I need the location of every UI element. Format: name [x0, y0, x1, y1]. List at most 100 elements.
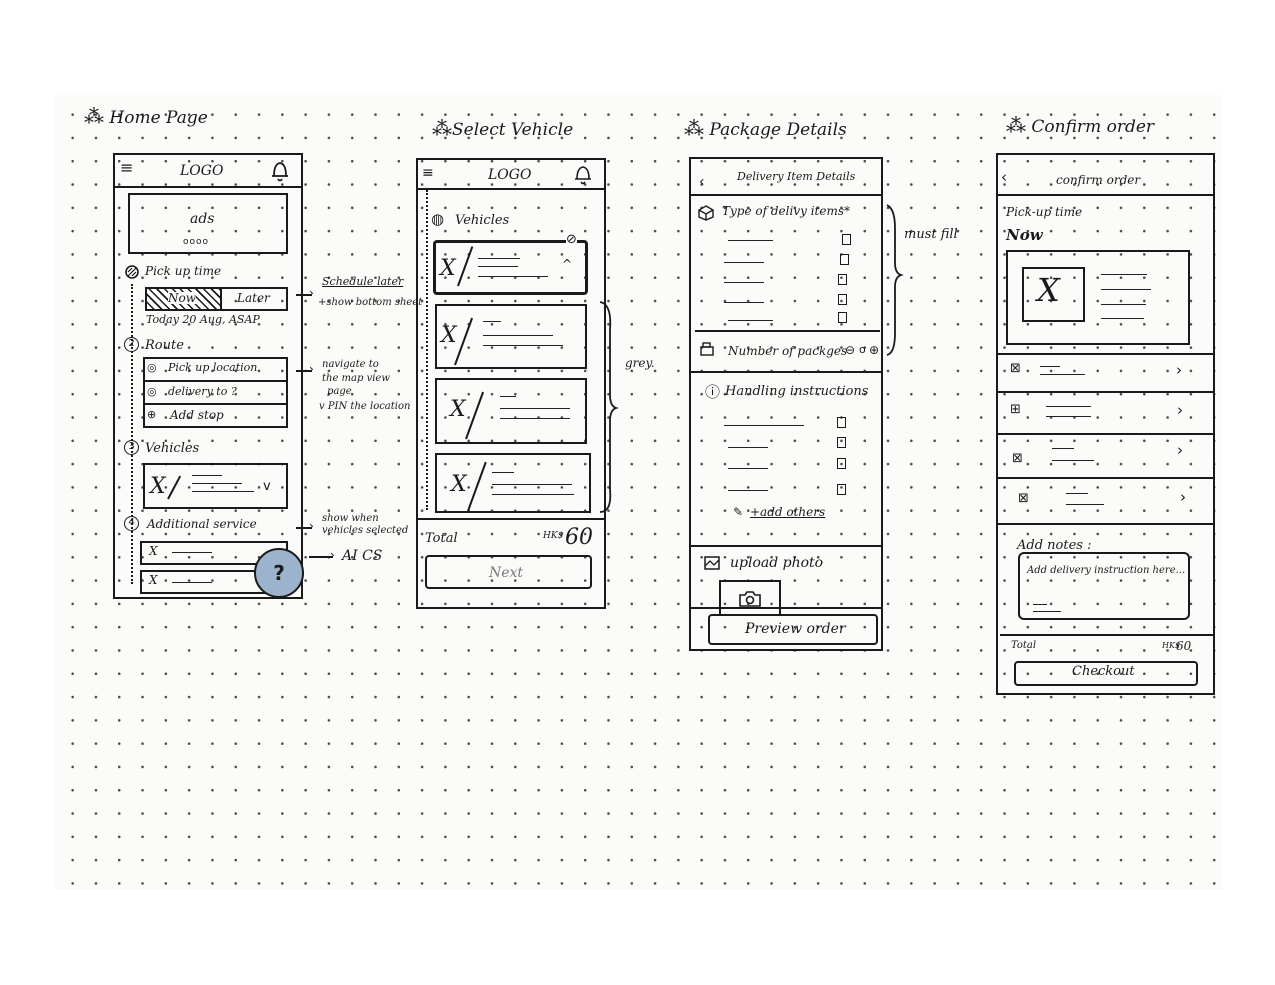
pencil-icon: ✎ — [733, 505, 744, 519]
handling-checkbox-2[interactable] — [837, 437, 846, 448]
service-1-line — [172, 552, 212, 553]
confirm-back-icon[interactable]: ‹ — [1001, 168, 1007, 186]
vehicles-step-icon: ◍ — [431, 210, 445, 228]
confirm-total-label: Total — [1011, 640, 1037, 651]
currency-label: HK$ — [543, 531, 564, 541]
select-vehicle-title: ⁂Select Vehicle — [432, 116, 574, 140]
summary-divider — [996, 353, 1215, 355]
vehicle-1-line-1 — [478, 258, 520, 259]
total-label: Total — [425, 531, 458, 546]
vehicle-card[interactable] — [143, 463, 288, 509]
detail-row-4-chevron-icon[interactable]: › — [1180, 488, 1186, 506]
arrow-ai-cs-head: › — [330, 548, 335, 562]
note-ai-cs: AI CS — [342, 548, 383, 564]
vehicle-option-selected[interactable] — [433, 240, 588, 295]
detail-row-4-line-2 — [1066, 504, 1104, 505]
preview-order-button[interactable] — [708, 614, 878, 645]
handling-checkbox-3[interactable] — [837, 458, 846, 469]
pickup-pin-icon: ◎ — [147, 361, 157, 374]
item-type-checkbox-3[interactable] — [838, 274, 847, 285]
notes-textarea[interactable] — [1018, 552, 1190, 620]
chevron-up-icon[interactable]: ^ — [562, 257, 573, 271]
summary-line-1 — [1101, 274, 1147, 275]
help-fab[interactable]: ? — [254, 548, 304, 598]
check-circle-icon: ⊘ — [566, 232, 577, 247]
photo-icon — [704, 556, 720, 570]
item-type-checkbox-2[interactable] — [840, 254, 849, 265]
handling-divider — [689, 545, 883, 547]
home-title: ⁂ Home Page — [84, 104, 208, 128]
minus-icon[interactable]: ⊖ — [845, 343, 856, 357]
summary-line-4 — [1101, 318, 1144, 319]
toggle-divider — [220, 287, 222, 311]
vehicle-1-line-2 — [478, 266, 518, 267]
pickup-date: Today 20 Aug, ASAP — [146, 313, 260, 326]
plus-icon[interactable]: ⊕ — [869, 343, 880, 357]
home-phone-frame — [113, 153, 303, 599]
route-divider-1 — [143, 380, 288, 382]
pickup-time-label: Pick up time — [145, 264, 222, 278]
vehicle-3-image: X — [450, 397, 466, 422]
upload-photo-label: upload photo — [730, 555, 824, 571]
route-box — [143, 357, 288, 428]
detail-row-1-chevron-icon[interactable]: › — [1176, 361, 1182, 379]
vehicle-bell-icon[interactable] — [574, 165, 592, 185]
route-divider-2 — [143, 403, 288, 405]
notes-placeholder: Add delivery instruction here... — [1027, 565, 1186, 576]
chevron-down-icon[interactable]: v — [263, 479, 271, 494]
arrow-schedule-head: › — [309, 286, 314, 300]
item-type-checkbox-4[interactable] — [838, 294, 847, 305]
route-label: Route — [145, 338, 184, 353]
vehicle-option-4[interactable] — [435, 453, 591, 513]
detail-row-2-chevron-icon[interactable]: › — [1177, 401, 1183, 419]
dotted-paper — [55, 95, 1223, 890]
info-icon: ⓘ — [705, 383, 721, 401]
vehicle-option-2[interactable] — [435, 304, 587, 369]
back-icon[interactable]: ‹ — [699, 174, 705, 190]
note-must-fill: must fill — [904, 227, 958, 242]
item-types-label: Type of delivy items* — [722, 204, 850, 218]
note-navigate-2: the map view — [322, 373, 390, 384]
vehicle-2-line-1 — [483, 321, 501, 322]
detail-row-3-icon: ⊠ — [1012, 451, 1023, 466]
vehicle-4-line-1 — [492, 472, 514, 473]
handling-line-2 — [728, 447, 768, 448]
menu-icon[interactable]: ≡ — [120, 158, 134, 177]
note-show-when-1: show when — [322, 513, 379, 524]
additional-service-label: Additional service — [147, 517, 257, 531]
ads-pagination-dots[interactable]: oooo — [183, 237, 210, 247]
vehicle-menu-icon[interactable]: ≡ — [422, 165, 434, 181]
handling-checkbox-1[interactable] — [837, 417, 846, 428]
vehicle-line-3 — [192, 491, 254, 492]
ads-banner[interactable] — [128, 193, 288, 254]
detail-row-1-line-1 — [1040, 366, 1060, 367]
bell-icon[interactable] — [270, 160, 290, 182]
vehicles-label: Vehicles — [145, 441, 200, 456]
vehicle-summary-x: X — [1037, 271, 1060, 309]
item-type-checkbox-1[interactable] — [842, 234, 851, 245]
delivery-to-field[interactable]: delivery to ? — [168, 385, 237, 398]
item-type-line-4 — [724, 302, 764, 303]
vehicle-3-line-2 — [500, 408, 570, 409]
confirm-currency: HK$ — [1162, 641, 1181, 650]
vehicle-1-line-3 — [478, 276, 548, 277]
detail-row-3-chevron-icon[interactable]: › — [1177, 441, 1183, 459]
next-button[interactable] — [425, 555, 592, 589]
arrow-show-when-head: › — [309, 519, 314, 533]
vehicle-option-3[interactable] — [435, 378, 587, 444]
checkout-button[interactable] — [1014, 661, 1198, 686]
pickup-location-field[interactable]: Pick up location — [168, 361, 258, 374]
handling-label: Handling instructions — [725, 384, 869, 399]
add-others-link[interactable]: +add others — [750, 505, 826, 519]
summary-line-2 — [1101, 289, 1151, 290]
package-details-title: ⁂ Package Details — [684, 116, 847, 140]
handling-checkbox-4[interactable] — [837, 484, 846, 495]
item-types-divider — [695, 330, 880, 332]
detail-divider-3 — [996, 477, 1215, 479]
item-type-checkbox-5[interactable] — [838, 312, 847, 323]
arrow-navigate-head: › — [309, 362, 314, 376]
later-option[interactable]: Later — [237, 291, 270, 305]
now-option[interactable]: Now — [168, 291, 196, 305]
add-stop-button[interactable]: Add stop — [170, 408, 224, 422]
package-phone-frame — [689, 157, 883, 651]
